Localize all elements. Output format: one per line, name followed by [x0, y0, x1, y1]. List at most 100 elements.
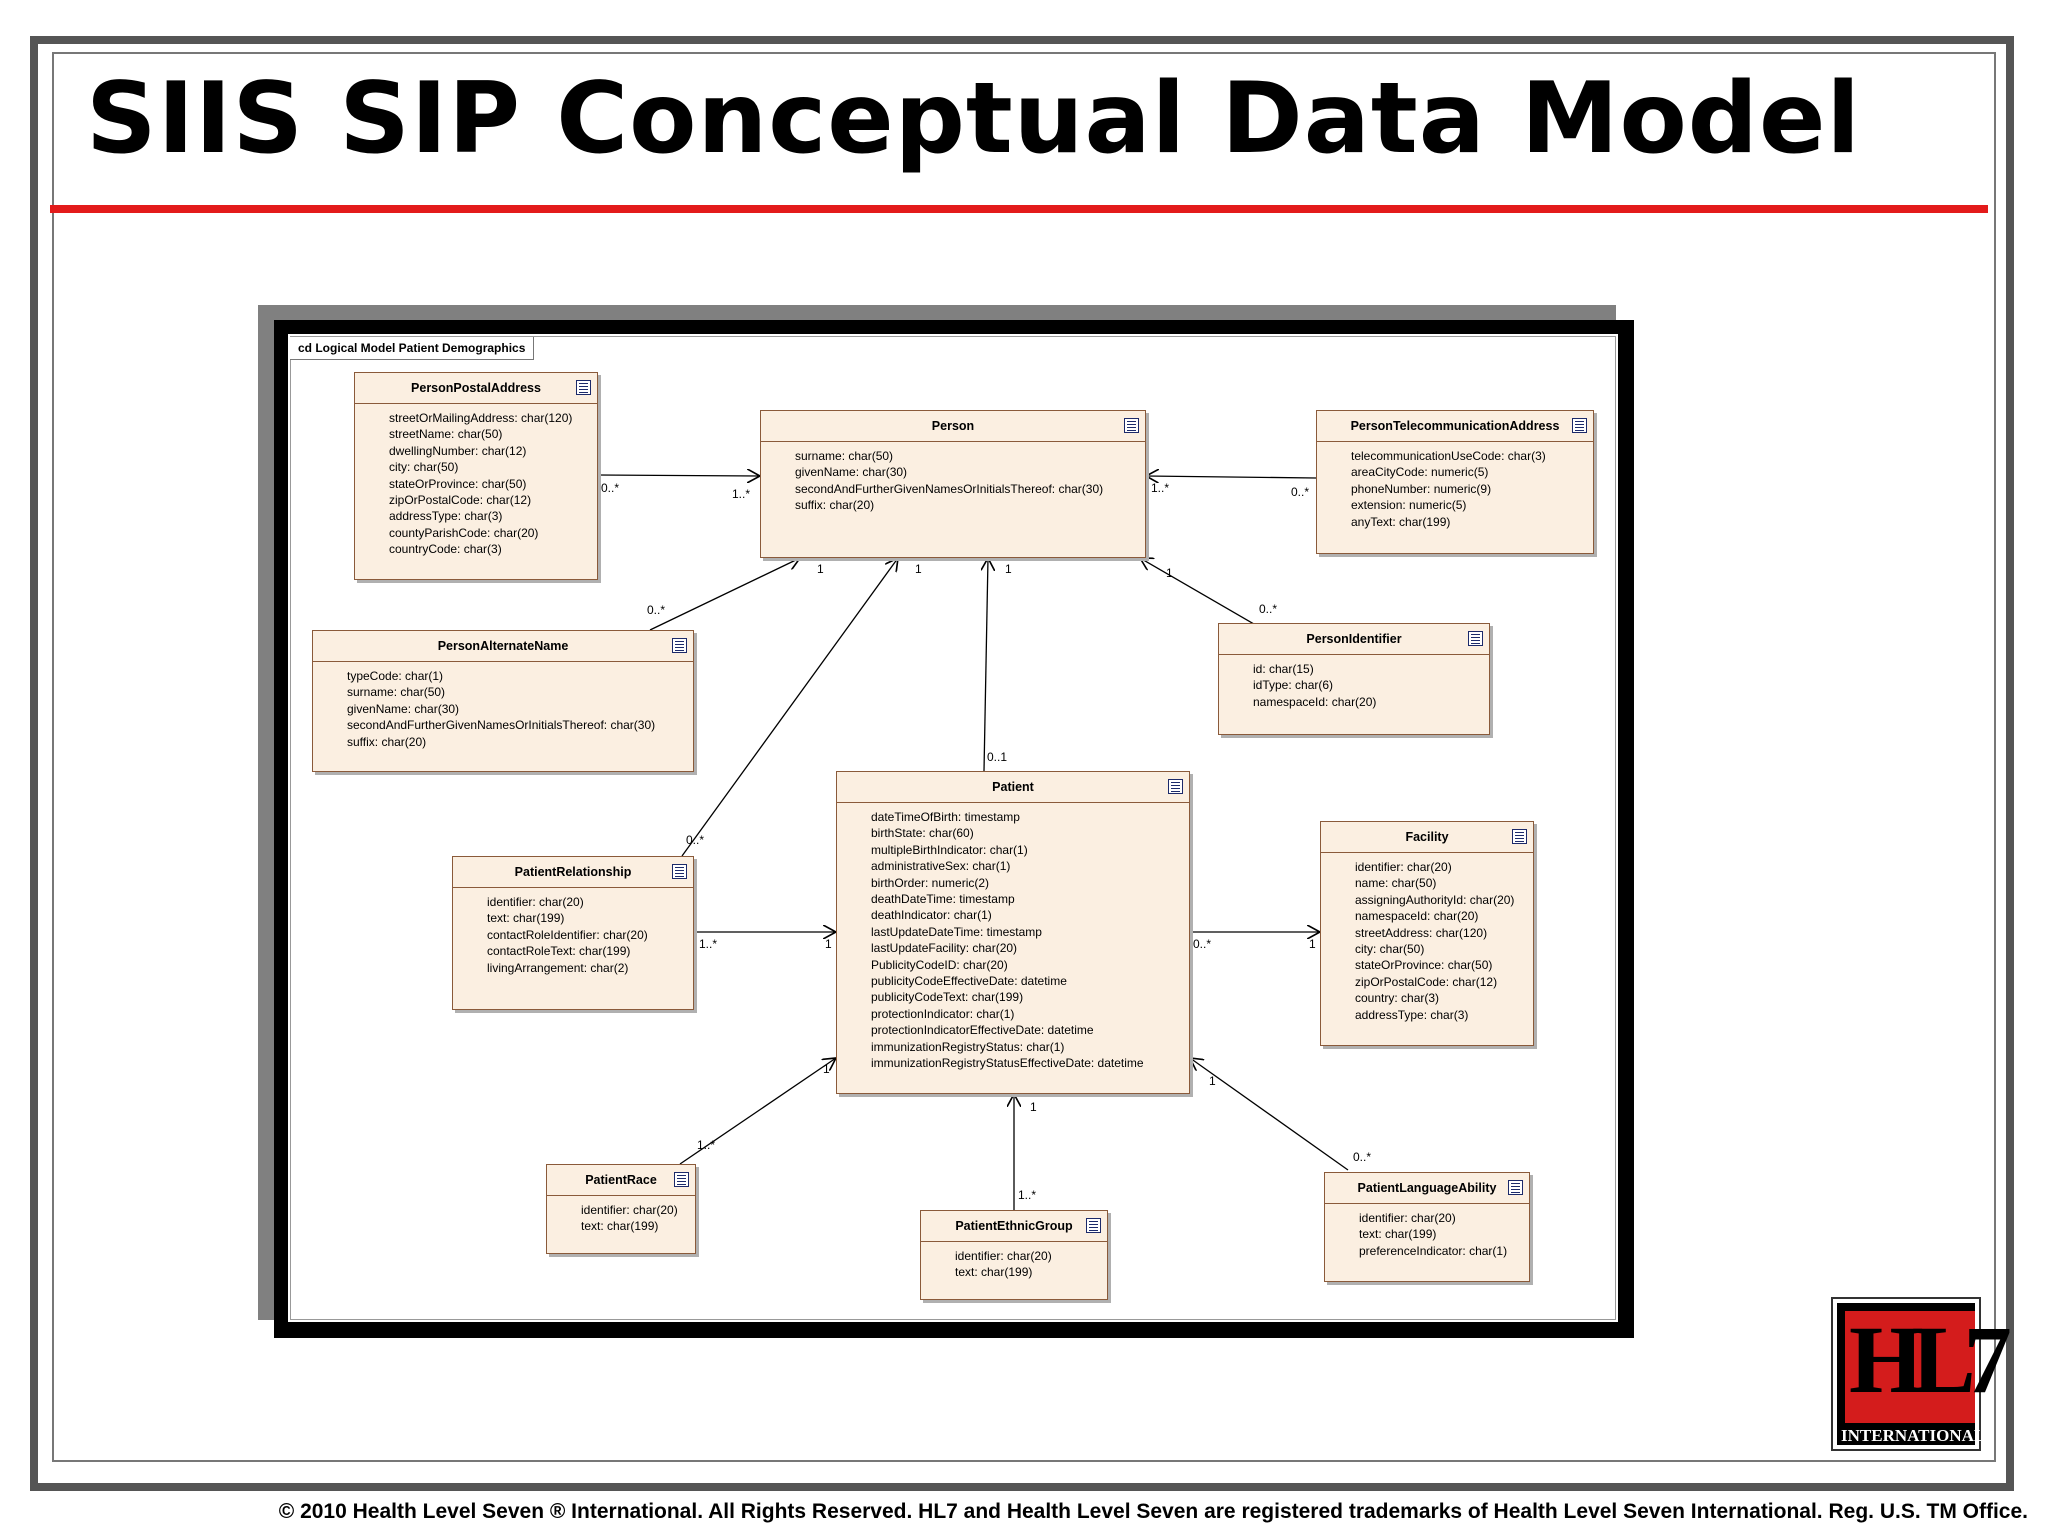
entity-attribute: secondAndFurtherGivenNamesOrInitialsTher… [795, 481, 1104, 496]
assoc-relationship-person [681, 558, 898, 857]
entity-person-telecommunication-address[interactable]: PersonTelecommunicationAddress telecommu… [1316, 410, 1594, 554]
attribute-list: identifier: char(20)name: char(50)assign… [1321, 853, 1533, 1023]
entity-attribute: areaCityCode: numeric(5) [1351, 465, 1489, 480]
class-icon [1168, 779, 1183, 794]
entity-person-identifier[interactable]: PersonIdentifier id: char(15) idType: cha… [1218, 623, 1490, 735]
entity-patient[interactable]: Patient dateTimeOfBirth: timestamp birthS… [836, 771, 1190, 1094]
entity-patient-ethnic-group[interactable]: PatientEthnicGroup identifier: char(20)t… [920, 1210, 1108, 1300]
multiplicity-label: 1 [1166, 566, 1173, 580]
assoc-postal-person [597, 475, 760, 476]
entity-name: Facility [1405, 830, 1449, 844]
multiplicity-label: 0..* [601, 481, 620, 495]
entity-attribute: idType: char(6) [1253, 678, 1334, 693]
entity-attribute: addressType: char(3) [389, 509, 503, 524]
entity-attribute: surname: char(50) [795, 449, 894, 463]
entity-attribute: suffix: char(20) [795, 498, 875, 513]
class-icon [1468, 631, 1483, 646]
entity-attribute: text: char(199) [581, 1219, 659, 1234]
entity-attribute: city: char(50) [1355, 942, 1425, 957]
multiplicity-label: 1 [1005, 562, 1012, 576]
multiplicity-label: 1..* [732, 487, 751, 501]
entity-attribute: publicityCodeText: char(199) [871, 990, 1024, 1005]
entity-attribute: countryCode: char(3) [389, 542, 502, 557]
entity-attribute: telecommunicationUseCode: char(3) [1351, 449, 1546, 463]
assoc-telecom-person [1146, 476, 1317, 478]
multiplicity-label: 1 [823, 1062, 830, 1076]
entity-attribute: typeCode: char(1) [347, 669, 444, 683]
entity-name: Person [931, 419, 975, 433]
class-icon [1124, 418, 1139, 433]
entity-attribute: assigningAuthorityId: char(20) [1355, 892, 1515, 907]
entity-attribute: secondAndFurtherGivenNamesOrInitialsTher… [347, 718, 656, 733]
entity-name: Patient [992, 780, 1034, 794]
entity-attribute: birthState: char(60) [871, 826, 974, 841]
entity-attribute: id: char(15) [1253, 662, 1314, 676]
entity-attribute: birthOrder: numeric(2) [871, 875, 990, 890]
attribute-list: identifier: char(20)text: char(199)conta… [453, 888, 693, 976]
multiplicity-label: 1 [915, 562, 922, 576]
class-icon [672, 638, 687, 653]
entity-attribute: lastUpdateFacility: char(20) [871, 941, 1018, 956]
entity-attribute: deathDateTime: timestamp [871, 892, 1015, 907]
class-icon [672, 864, 687, 879]
entity-name: PersonIdentifier [1306, 632, 1402, 646]
diagram-border [290, 336, 1616, 1320]
entity-name: PersonAlternateName [437, 639, 569, 653]
entity-attribute: city: char(50) [389, 460, 459, 475]
entity-attribute: identifier: char(20) [487, 895, 584, 909]
copyright-footer: © 2010 Health Level Seven ® Internationa… [278, 1500, 2028, 1523]
entity-attribute: streetAddress: char(120) [1355, 925, 1488, 940]
entity-patient-relationship[interactable]: PatientRelationship identifier: char(20)… [452, 856, 694, 1010]
entity-facility[interactable]: Facility identifier: char(20)name: char(… [1320, 821, 1534, 1046]
entity-attribute: identifier: char(20) [955, 1249, 1052, 1263]
class-icon [1086, 1218, 1101, 1233]
attribute-list: dateTimeOfBirth: timestamp birthState: ch… [837, 803, 1189, 1072]
entity-name: PatientRelationship [514, 865, 632, 879]
entity-attribute: publicityCodeEffectiveDate: datetime [871, 974, 1067, 989]
entity-name: PersonPostalAddress [411, 381, 541, 395]
multiplicity-label: 0..1 [987, 750, 1008, 764]
attribute-list: typeCode: char(1) surname: char(50)givenN… [313, 662, 693, 750]
entity-attribute: namespaceId: char(20) [1253, 694, 1377, 709]
entity-attribute: givenName: char(30) [347, 701, 460, 716]
entity-attribute: immunizationRegistryStatus: char(1) [871, 1039, 1065, 1054]
entity-attribute: surname: char(50) [347, 685, 446, 700]
entity-patient-race[interactable]: PatientRace identifier: char(20) text: ch… [546, 1164, 696, 1254]
multiplicity-label: 1 [1209, 1074, 1216, 1088]
entity-attribute: dateTimeOfBirth: timestamp [871, 810, 1020, 824]
entity-attribute: text: char(199) [487, 911, 565, 926]
attribute-list: identifier: char(20) text: char(199) [547, 1196, 695, 1235]
entity-attribute: contactRoleText: char(199) [487, 944, 631, 959]
entity-attribute: countyParishCode: char(20) [389, 525, 539, 540]
entity-person[interactable]: Person surname: char(50)givenName: char(… [760, 410, 1146, 558]
entity-attribute: stateOrProvince: char(50) [389, 476, 527, 491]
assoc-patient-person [984, 558, 988, 772]
entity-name: PersonTelecommunicationAddress [1350, 419, 1560, 433]
entity-attribute: zipOrPostalCode: char(12) [389, 493, 532, 508]
title-rule [50, 205, 1988, 213]
attribute-list: id: char(15) idType: char(6)namespaceId: … [1219, 655, 1489, 710]
entity-attribute: text: char(199) [1359, 1227, 1437, 1242]
multiplicity-label: 1..* [699, 937, 718, 951]
assoc-altname-person [649, 558, 800, 631]
entity-attribute: zipOrPostalCode: char(12) [1355, 974, 1498, 989]
entity-attribute: deathIndicator: char(1) [871, 908, 992, 923]
assoc-language-patient [1190, 1058, 1349, 1171]
entity-person-alternate-name[interactable]: PersonAlternateName typeCode: char(1) sur… [312, 630, 694, 772]
entity-attribute: livingArrangement: char(2) [487, 960, 629, 975]
entity-name: PatientRace [585, 1173, 657, 1187]
entity-attribute: contactRoleIdentifier: char(20) [487, 927, 648, 942]
entity-attribute: dwellingNumber: char(12) [389, 443, 527, 458]
entity-attribute: protectionIndicatorEffectiveDate: dateti… [871, 1023, 1094, 1038]
multiplicity-label: 1 [1309, 937, 1316, 951]
entity-attribute: stateOrProvince: char(50) [1355, 958, 1493, 973]
multiplicity-label: 1..* [1018, 1188, 1037, 1202]
entity-patient-language-ability[interactable]: PatientLanguageAbility identifier: char(… [1324, 1172, 1530, 1282]
entity-attribute: protectionIndicator: char(1) [871, 1006, 1015, 1021]
assoc-identifier-person [1140, 558, 1255, 625]
entity-attribute: identifier: char(20) [581, 1203, 678, 1217]
entity-person-postal-address[interactable]: PersonPostalAddress streetOrMailingAddre… [354, 372, 598, 580]
multiplicity-label: 1 [1030, 1100, 1037, 1114]
entity-name: PatientLanguageAbility [1357, 1181, 1497, 1195]
